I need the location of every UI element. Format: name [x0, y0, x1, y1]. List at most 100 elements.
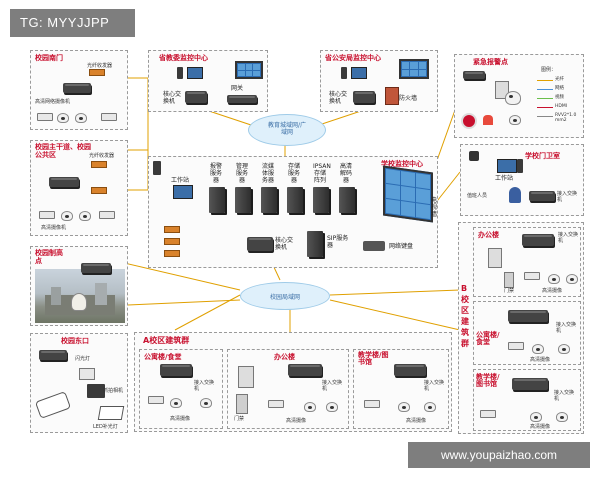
alarm-button-icon — [461, 113, 477, 129]
edu-center-gateway-icon — [227, 95, 257, 103]
gate-camera-icon — [37, 113, 53, 121]
gate-box: 校园南门 光纤收发器 高清网络摄像机 — [30, 50, 128, 130]
campus-a-office-door-label: 门禁 — [234, 416, 245, 422]
campus-b-teach-switch-icon — [512, 378, 548, 390]
center-fiber-module-icon — [164, 238, 180, 245]
campus-b-teach-dome-icon — [530, 412, 542, 422]
hilltop-switch-icon — [81, 263, 111, 273]
guard-person-icon — [509, 187, 521, 203]
main-road-dome-camera-icon — [61, 211, 73, 221]
east-gate-fill-label: LED补光灯 — [93, 424, 118, 430]
capture-camera-icon — [87, 384, 105, 398]
campus-b-teach-cams-label: 高清摄像 — [530, 424, 551, 430]
campus-b-office-cams-label: 高清摄像 — [542, 288, 563, 294]
workstation-pc-icon — [153, 161, 161, 175]
campus-a-office-dome-icon — [326, 402, 338, 412]
server-label: 流媒体服务器 — [261, 163, 274, 184]
server-label: IPSAN存储阵列 — [313, 163, 331, 184]
campus-b-dorm-dome-icon — [532, 344, 544, 354]
edu-center-core-switch-icon — [185, 91, 207, 103]
police-center-pc-icon — [341, 67, 347, 79]
school-center-video-wall — [383, 165, 433, 223]
police-center-core-label: 核心交换机 — [329, 91, 348, 105]
campus-a-teach-cams-label: 高清摄像 — [406, 418, 427, 424]
campus-a-teach-switch-label: 接入交换机 — [424, 380, 445, 392]
gate-fiber-module-icon — [89, 69, 105, 76]
firewall-icon — [385, 87, 399, 105]
campus-b-door-icon — [504, 272, 514, 288]
campus-a-teach-dome-icon — [424, 402, 436, 412]
gate-dome-camera-icon — [75, 113, 87, 123]
police-center-title: 省公安局监控中心 — [325, 54, 381, 62]
doorroom-switch-icon — [529, 191, 555, 201]
doorroom-pc-icon — [517, 159, 523, 173]
campus-b-office-box: 办公楼 接入交换机 门禁 高清摄像 — [473, 227, 581, 297]
campus-b-office-dome-icon — [566, 274, 578, 284]
east-gate-title: 校园东口 — [61, 337, 89, 345]
car-icon — [34, 391, 72, 419]
campus-b-office-title: 办公楼 — [478, 231, 499, 239]
doorroom-workstation-label: 工作站 — [495, 175, 514, 182]
campus-b-teach-switch-label: 接入交换机 — [554, 390, 575, 402]
led-fill-light-icon — [97, 406, 125, 420]
east-gate-box: 校园东口 闪光灯 抓拍相机 LED补光灯 — [30, 333, 128, 433]
east-gate-camera-label: 抓拍相机 — [103, 388, 124, 394]
server-icon — [261, 187, 277, 213]
sip-server-icon — [307, 231, 323, 257]
campus-b-office-door-label: 门禁 — [504, 288, 515, 294]
campus-b-dorm-cams-label: 高清摄像 — [530, 357, 551, 363]
wan-cloud-label: 教育城域网/广域网 — [267, 122, 307, 136]
main-road-box: 校园主干道、校园公共区 光纤收发器 高清摄像机 — [30, 140, 128, 236]
campus-a-dorm-box: 公寓楼/食堂 接入交换机 高清摄像 — [139, 349, 223, 429]
main-road-fiber-module-icon — [91, 161, 107, 168]
server-label: 高清解码器 — [339, 163, 352, 184]
wan-cloud: 教育城域网/广域网 — [248, 114, 326, 146]
gate-camera-icon — [101, 113, 117, 121]
server-icon — [313, 187, 329, 213]
campus-b-dorm-title: 公寓楼/食堂 — [476, 331, 500, 346]
server-label: 管理服务器 — [235, 163, 248, 184]
center-fiber-module-icon — [164, 226, 180, 233]
watermark-label-top: TG: MYYJJPP — [10, 9, 135, 37]
alarm-dome-camera-icon — [505, 91, 521, 105]
legend-line — [537, 116, 553, 117]
main-road-camera-icon — [39, 211, 55, 219]
campus-b-office-dome-icon — [548, 274, 560, 284]
campus-a-dorm-dome-icon — [200, 398, 212, 408]
campus-b-dorm-switch-label: 接入交换机 — [556, 322, 577, 334]
campus-a-dorm-title: 公寓楼/食堂 — [144, 353, 182, 361]
legend-item-label: RVV2*1.0 mm2 — [555, 113, 577, 123]
edu-center-monitor-icon — [187, 67, 203, 79]
core-switch-label: 核心交换机 — [275, 237, 294, 251]
campus-a-door-controller-icon — [238, 366, 254, 388]
workstation-label: 工作站 — [171, 177, 190, 184]
core-switch-icon — [247, 237, 273, 251]
center-fiber-module-icon — [164, 250, 180, 257]
campus-a-office-box: 办公楼 接入交换机 门禁 高清摄像 — [227, 349, 349, 429]
server-label: 存储服务器 — [287, 163, 300, 184]
campus-a-teach-switch-icon — [394, 364, 426, 376]
campus-a-door-icon — [236, 394, 248, 414]
main-road-nvr-label: 光纤收发器 — [89, 153, 115, 159]
main-road-fiber-module-icon — [91, 187, 107, 194]
campus-a-office-cams-label: 高清摄像 — [286, 418, 307, 424]
edu-center-title: 省教委监控中心 — [159, 54, 208, 62]
campus-b-door-controller-icon — [488, 248, 502, 268]
server-icon — [235, 187, 251, 213]
server-label: 报警服务器 — [209, 163, 222, 184]
campus-a-office-switch-label: 接入交换机 — [322, 380, 343, 392]
video-wall-label: 电视墙 — [431, 197, 438, 218]
doorroom-switch-label: 接入交换机 — [557, 191, 578, 203]
legend-line — [537, 89, 553, 90]
campus-a-dorm-cams-label: 高清摄像 — [170, 416, 191, 422]
campus-b-office-switch-icon — [522, 234, 554, 246]
main-road-camera-icon — [99, 211, 115, 219]
campus-b-dorm-camera-icon — [508, 342, 524, 350]
legend-line — [537, 80, 553, 81]
gate-cameras-label: 高清网络摄像机 — [35, 99, 71, 105]
server-icon — [209, 187, 225, 213]
alarm-title: 紧急报警点 — [473, 58, 508, 66]
campus-b-teach-title: 教学楼/图书馆 — [476, 373, 500, 388]
edu-center-video-wall — [235, 61, 263, 79]
